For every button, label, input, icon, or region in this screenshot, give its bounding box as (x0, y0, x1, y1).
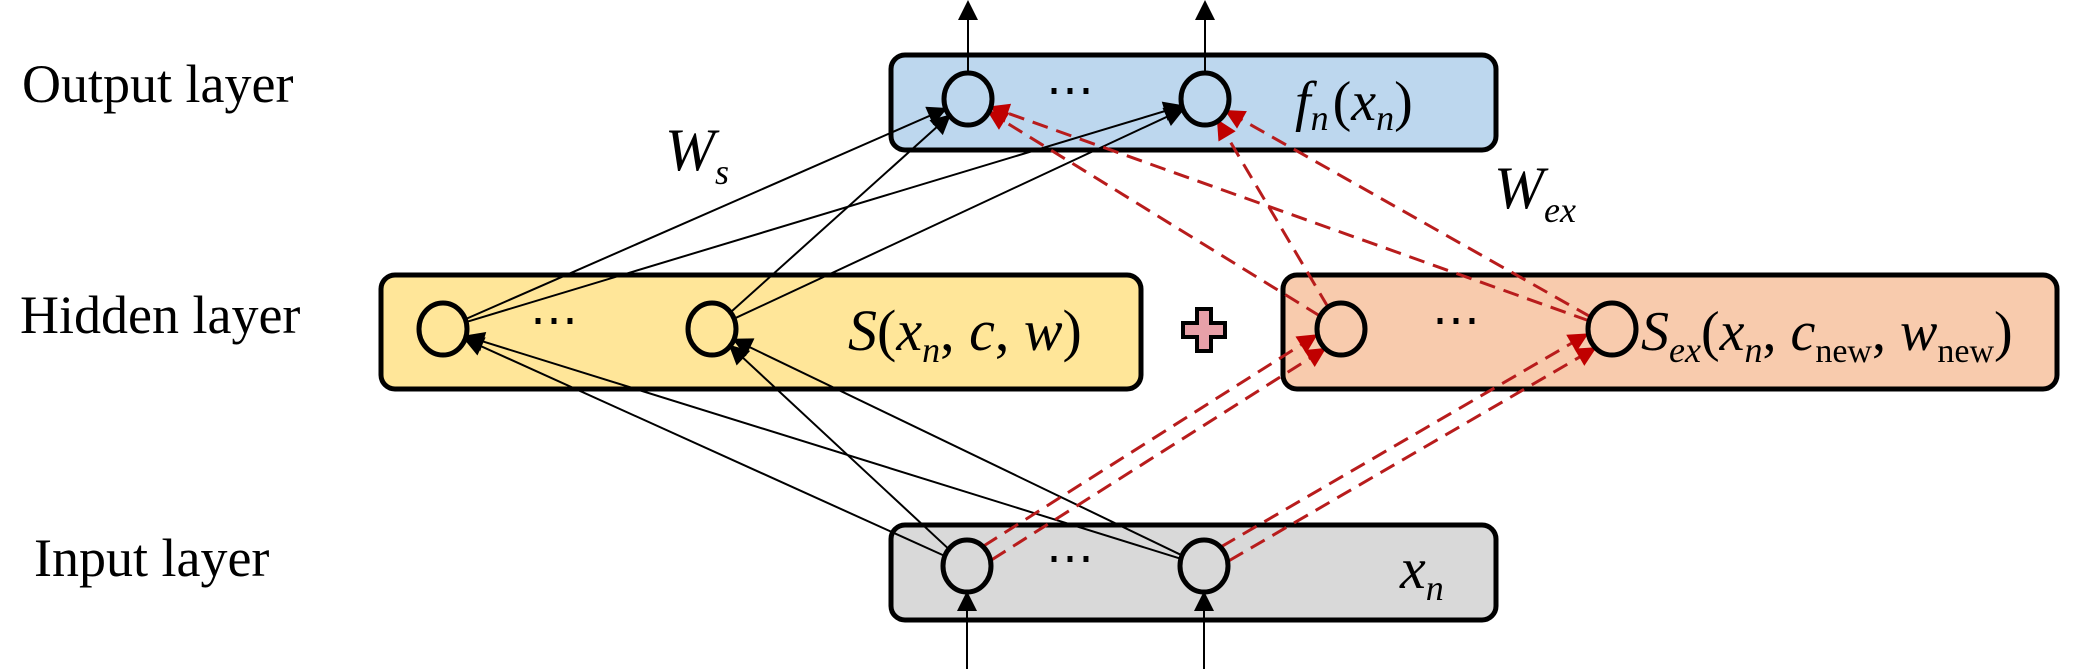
hidden-extra-box (1280, 272, 2060, 392)
output-arg-sub: n (1376, 98, 1394, 138)
input-formula: xn (1399, 536, 1444, 608)
weight-extra-label: Wex (1494, 155, 1576, 230)
output-paren-open: ( (1333, 71, 1352, 133)
hidden-shared-paren-open: ( (877, 298, 896, 363)
output-node-2 (1178, 70, 1232, 128)
plus-icon (1181, 307, 1227, 353)
input-layer-box (888, 522, 1499, 623)
output-formula: fn(xn) (1295, 71, 1413, 138)
hidden-extra-arg2-sub: new (1815, 333, 1872, 370)
extra-weight-edge-0a (982, 334, 1318, 548)
shared-weight-edge-5 (465, 101, 1184, 323)
hidden-layer-label: Hidden layer (20, 285, 300, 345)
comma: , (1762, 301, 1790, 363)
shared-weight-edge-0 (463, 337, 946, 557)
hidden-extra-arg3-sub: new (1937, 333, 1994, 370)
weight-shared-label: Ws (665, 117, 729, 192)
hidden-extra-arg1-sub: n (1744, 330, 1762, 370)
hidden-extra-arg1: x (1719, 301, 1745, 363)
hidden-extra-paren-close: ) (1994, 301, 2013, 363)
input-var: x (1399, 536, 1426, 601)
shared-weight-edge-4 (464, 106, 948, 321)
hidden-shared-paren-close: ) (1063, 298, 1082, 363)
hidden-ex-node-2 (1585, 300, 1639, 358)
extra-weight-edge-0b (991, 347, 1327, 561)
hidden-shared-fn: S (848, 298, 877, 363)
hidden-extra-fn-sub: ex (1669, 330, 1701, 370)
comma: , (995, 298, 1024, 363)
shared-weight-edge-7 (733, 107, 1185, 320)
weight-extra-base: W (1494, 155, 1549, 221)
extra-weight-edge-4 (988, 103, 1590, 323)
output-fn-sub: n (1311, 98, 1329, 138)
hidden-shared-ellipsis: ⋯ (530, 294, 578, 347)
output-arg: x (1350, 71, 1376, 133)
hidden-shared-formula: S(xn, c, w) (848, 298, 1082, 370)
hidden-extra-formula: Sex(xn, cnew, wnew) (1641, 301, 2013, 370)
edges (463, 101, 1597, 562)
hidden-shared-arg3: w (1024, 298, 1063, 363)
extra-weight-edge-3 (1216, 119, 1330, 308)
hidden-extra-fn: S (1641, 301, 1669, 363)
shared-weight-edge-6 (729, 114, 952, 314)
weight-shared-base: W (665, 117, 720, 183)
hidden-extra-ellipsis: ⋯ (1432, 294, 1480, 347)
output-layer-label: Output layer (22, 54, 293, 114)
input-node-1 (940, 537, 994, 595)
output-node-1 (941, 70, 995, 128)
hidden-ex-node-1 (1314, 300, 1368, 358)
extra-weight-edge-5 (1224, 109, 1592, 319)
input-var-sub: n (1426, 568, 1444, 608)
shared-weight-edge-2 (464, 331, 1182, 560)
comma: , (1872, 301, 1900, 363)
input-layer-label: Input layer (34, 528, 269, 588)
extra-weight-edge-2 (987, 110, 1321, 318)
shared-weight-edge-3 (732, 338, 1183, 557)
input-ellipsis: ⋯ (1046, 532, 1094, 585)
output-paren-close: ) (1394, 71, 1413, 133)
weight-shared-sub: s (715, 152, 729, 192)
hidden-extra-arg3: w (1900, 301, 1937, 363)
hidden-extra-arg2: c (1790, 301, 1815, 363)
hidden-s-node-1 (416, 300, 470, 358)
hidden-shared-arg2: c (969, 298, 995, 363)
output-ellipsis: ⋯ (1046, 64, 1094, 117)
hidden-shared-arg1: x (895, 298, 922, 363)
hidden-extra-paren-open: ( (1701, 301, 1720, 363)
hidden-s-node-2 (685, 300, 739, 358)
extra-weight-edge-1a (1220, 333, 1589, 549)
comma: , (940, 298, 969, 363)
shared-weight-edge-1 (728, 344, 950, 550)
hidden-shared-arg1-sub: n (922, 330, 940, 370)
extra-weight-edge-1b (1228, 346, 1597, 562)
hidden-shared-box (378, 272, 1144, 392)
input-node-2 (1177, 537, 1231, 595)
weight-extra-sub: ex (1544, 190, 1576, 230)
